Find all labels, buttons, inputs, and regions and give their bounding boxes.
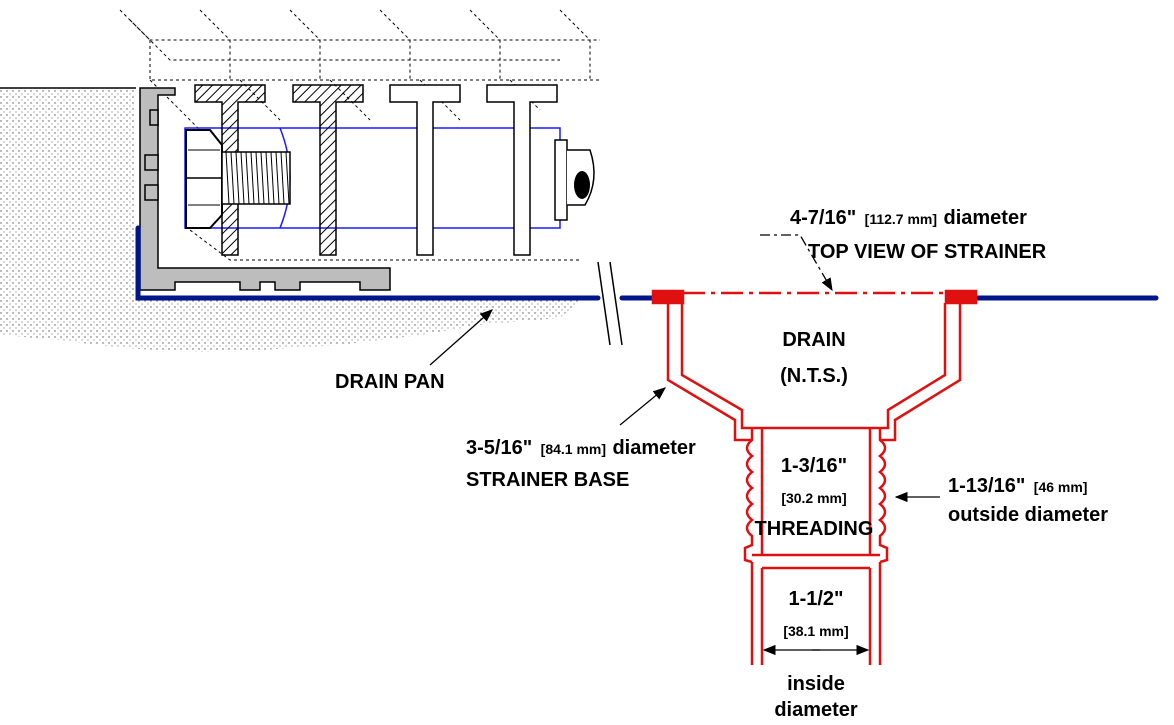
concrete-fill (0, 87, 580, 352)
bolt-thread (250, 151, 255, 205)
leader-lines (429, 234, 940, 656)
bolt-thread (235, 151, 240, 205)
top-diameter-label: 4-7/16" [112.7 mm] diameter (790, 207, 1027, 229)
bolt-thread (280, 151, 285, 205)
bowl-right-outer (880, 303, 962, 442)
bolt-thread (230, 151, 235, 205)
bolt-thread (225, 151, 230, 205)
bowl-left-outer (666, 303, 752, 442)
threading-label: THREADING (755, 518, 874, 540)
inside-word-label: inside (787, 673, 845, 695)
thread-right (878, 428, 889, 564)
drain-pan-label: DRAIN PAN (335, 371, 445, 393)
t-bar-3 (389, 84, 461, 256)
top-view-label: TOP VIEW OF STRAINER (808, 241, 1047, 263)
pipe-break-symbol (554, 139, 595, 221)
bolt-thread (265, 151, 270, 205)
labels: 4-7/16" [112.7 mm] diameter TOP VIEW OF … (335, 207, 1108, 721)
strainer-base-label: STRAINER BASE (466, 469, 629, 491)
t-bar-4 (486, 84, 558, 256)
bolt-thread (240, 151, 245, 205)
bolt-thread (285, 151, 290, 205)
bolt-thread (260, 151, 265, 205)
strainer-base-diameter-label: 3-5/16" [84.1 mm] diameter (466, 437, 696, 459)
outside-diameter-label: outside diameter (948, 504, 1108, 526)
bolt-thread (275, 151, 280, 205)
grating-dashed-outline (119, 9, 600, 261)
drain-label: DRAIN (782, 329, 845, 351)
threading-dim-label: 1-3/16" (781, 455, 847, 477)
outside-diameter-dim-label: 1-13/16" [46 mm] (948, 475, 1087, 497)
diameter-word-label: diameter (774, 699, 858, 721)
drain-body (651, 289, 978, 665)
hex-nut (185, 129, 223, 229)
thread-left (743, 428, 754, 564)
bolt-thread (255, 151, 260, 205)
flange-right (944, 289, 978, 305)
drain-pan-line (135, 225, 1159, 301)
flange-left (651, 289, 685, 305)
threading-mm-label: [30.2 mm] (781, 490, 846, 506)
inside-dim-label: 1-1/2" (788, 588, 843, 610)
hatched-t-bar-2 (292, 84, 364, 256)
inside-mm-label: [38.1 mm] (783, 623, 848, 639)
nts-label: (N.T.S.) (780, 365, 848, 387)
break-symbol (597, 261, 623, 346)
threaded-bolt (221, 151, 291, 205)
strainer-base-leader (619, 387, 667, 426)
bolt-thread (270, 151, 275, 205)
bowl-inner (680, 303, 947, 430)
aluminum-frame (139, 87, 391, 291)
bolt-thread (245, 151, 250, 205)
drain-pan-leader (429, 309, 493, 366)
